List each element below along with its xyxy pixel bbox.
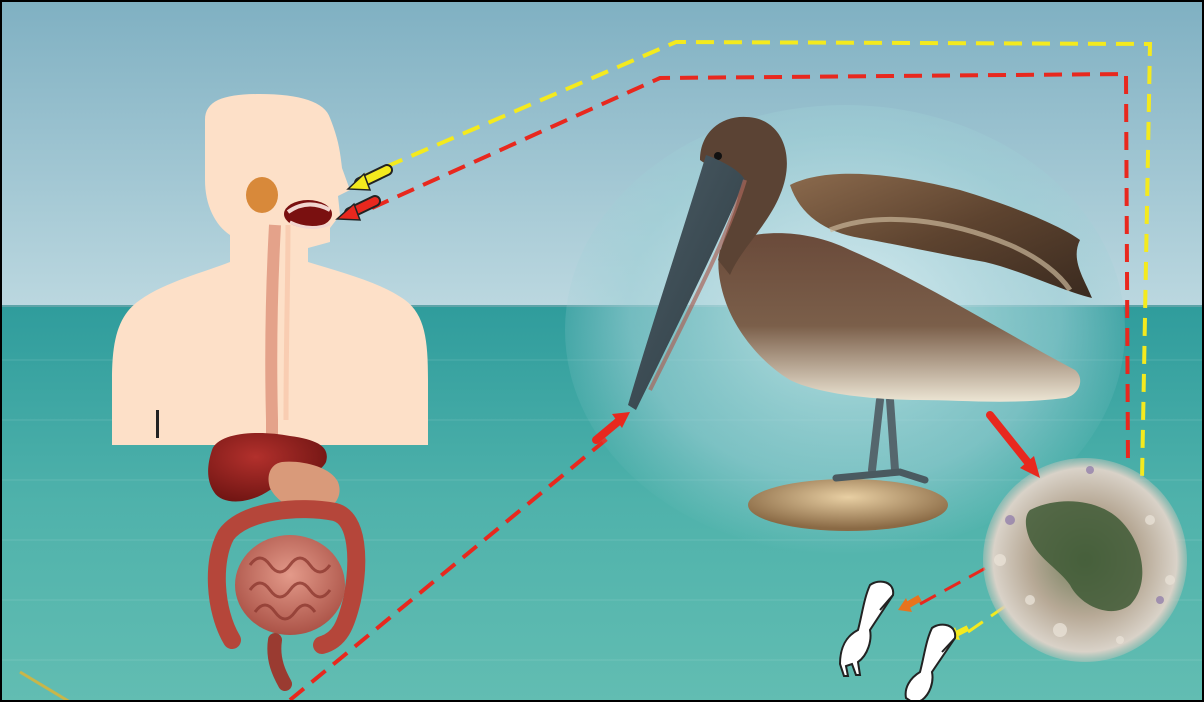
small-intestine	[235, 535, 345, 635]
salivary-gland	[246, 177, 278, 213]
esophagus	[271, 225, 275, 455]
contaminated-soil	[983, 458, 1187, 662]
rock	[748, 479, 948, 531]
